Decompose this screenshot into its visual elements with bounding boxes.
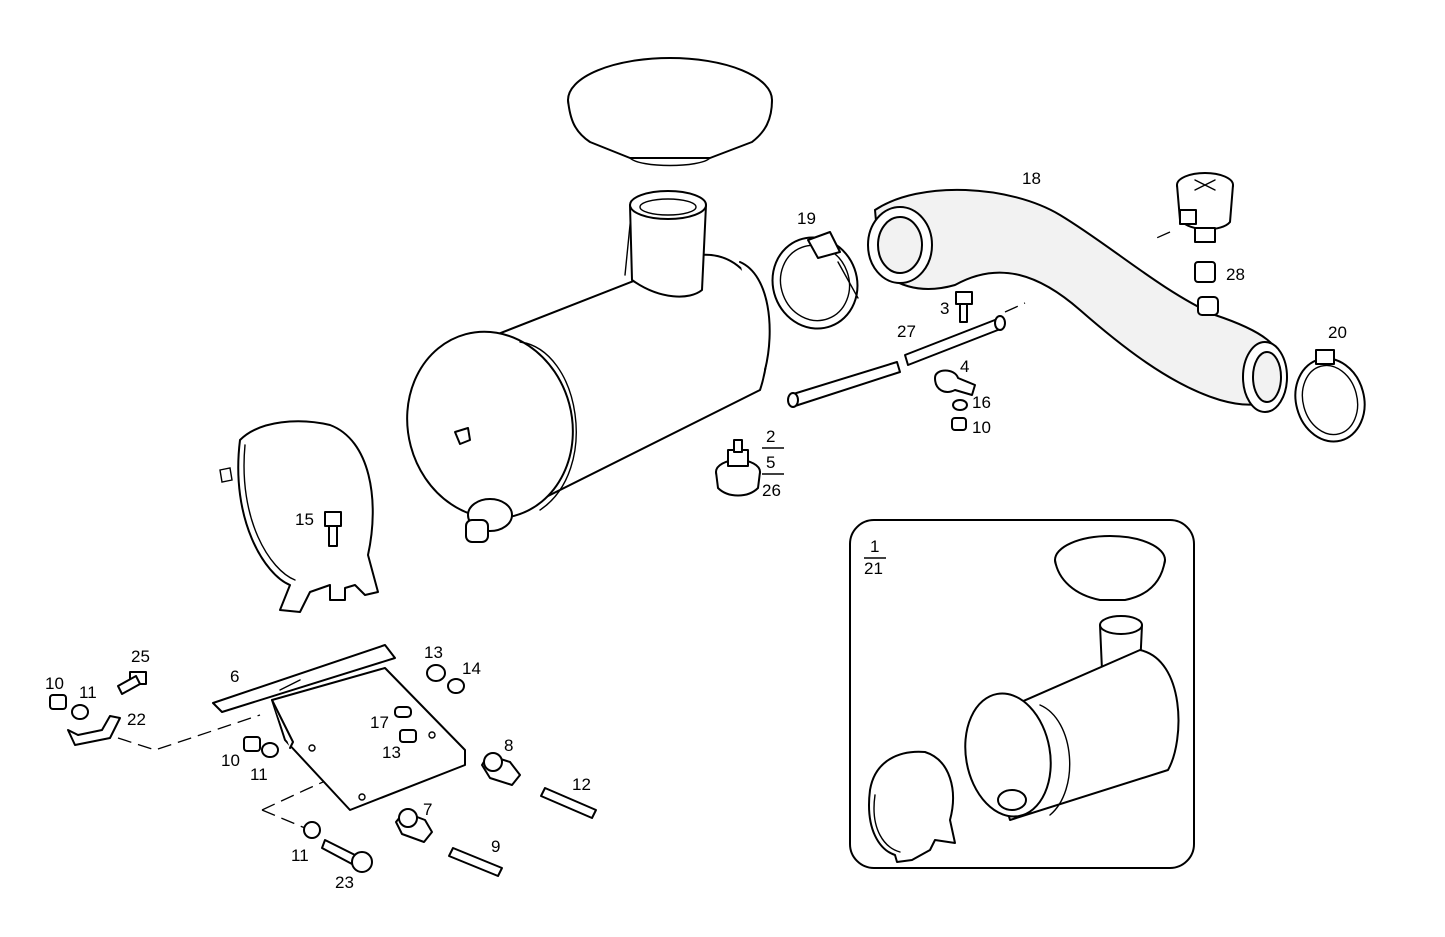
label-15: 15 xyxy=(295,510,314,529)
label-18: 18 xyxy=(1022,169,1041,188)
hose-clamp-19 xyxy=(771,231,859,330)
label-4: 4 xyxy=(960,357,969,376)
label-16: 16 xyxy=(972,393,991,412)
inset-frame xyxy=(849,519,1195,869)
label-14: 14 xyxy=(462,659,481,678)
part-labels: 18 19 20 28 27 3 4 16 10 2 5 26 15 1 21 … xyxy=(45,169,1347,892)
nut-10a xyxy=(951,417,967,431)
mounting-band xyxy=(219,420,379,613)
inset-alternative-assembly xyxy=(849,519,1195,869)
washer-16 xyxy=(952,399,968,411)
label-22: 22 xyxy=(127,710,146,729)
hardware xyxy=(49,664,597,877)
label-3: 3 xyxy=(940,299,949,318)
label-13-top: 13 xyxy=(424,643,443,662)
label-20: 20 xyxy=(1328,323,1347,342)
mounting-plate xyxy=(212,644,466,811)
label-11-bottom: 11 xyxy=(291,846,309,865)
vacuum-indicator xyxy=(1176,172,1234,283)
label-13-mid: 13 xyxy=(382,743,401,762)
label-5: 5 xyxy=(766,453,775,472)
breather-pipe xyxy=(787,315,1006,408)
bolt-3 xyxy=(955,291,973,323)
bracket-22 xyxy=(67,715,121,746)
label-21: 21 xyxy=(864,559,883,578)
label-25: 25 xyxy=(131,647,150,666)
label-19: 19 xyxy=(797,209,816,228)
label-23: 23 xyxy=(335,873,354,892)
bolt-23 xyxy=(321,839,373,873)
stud-12 xyxy=(540,787,597,819)
label-6: 6 xyxy=(230,667,239,686)
outlet-nozzle xyxy=(465,498,513,543)
label-10-left: 10 xyxy=(45,674,64,693)
filter-housing xyxy=(406,190,771,543)
label-17: 17 xyxy=(370,713,389,732)
label-27: 27 xyxy=(897,322,916,341)
p-clip-4 xyxy=(934,369,976,396)
hose-clamp-20 xyxy=(1294,349,1366,443)
label-10-mid: 10 xyxy=(221,751,240,770)
label-7: 7 xyxy=(423,800,432,819)
label-2: 2 xyxy=(766,427,775,446)
nut-13a xyxy=(426,664,446,682)
label-12: 12 xyxy=(572,775,591,794)
label-26: 26 xyxy=(762,481,781,500)
stud-9 xyxy=(448,847,503,877)
washer-11c xyxy=(303,821,321,839)
nut-10b xyxy=(49,694,67,710)
washer-11a xyxy=(71,704,89,720)
bolt-25 xyxy=(117,671,147,695)
label-9: 9 xyxy=(491,837,500,856)
dust-valve xyxy=(715,439,761,497)
bushing-8 xyxy=(481,752,521,786)
nut-10c xyxy=(243,736,261,752)
filter-cap xyxy=(567,57,773,167)
washer-14 xyxy=(447,678,465,694)
label-11-mid: 11 xyxy=(250,765,268,784)
label-28: 28 xyxy=(1226,265,1245,284)
label-8: 8 xyxy=(504,736,513,755)
label-10-right: 10 xyxy=(972,418,991,437)
label-11-left: 11 xyxy=(79,683,97,702)
intake-hose xyxy=(867,188,1288,413)
label-1: 1 xyxy=(870,537,879,556)
bushing-7 xyxy=(395,808,433,843)
washer-11b xyxy=(261,742,279,758)
